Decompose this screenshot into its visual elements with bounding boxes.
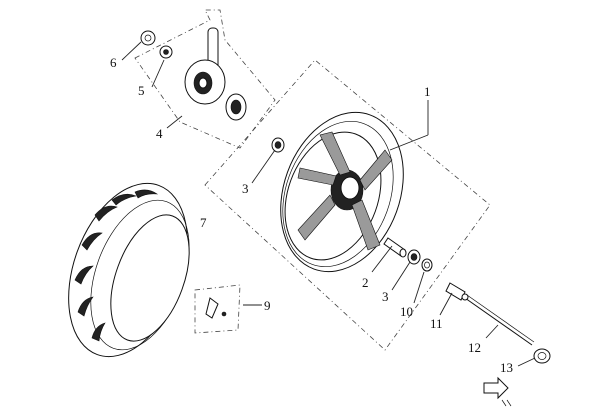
valve-group-box — [194, 284, 241, 334]
callout-4: 4 — [156, 126, 163, 141]
speedometer-group-box — [134, 9, 276, 149]
oil-seal — [421, 258, 433, 272]
callout-3-left: 3 — [242, 181, 249, 196]
speedometer-drive-gear — [225, 93, 247, 121]
bearing-right — [407, 249, 421, 265]
nut — [159, 45, 173, 59]
callout-10: 10 — [400, 304, 413, 319]
washer — [140, 30, 156, 46]
callout-13: 13 — [500, 360, 513, 375]
callout-12: 12 — [468, 340, 481, 355]
callout-3-right: 3 — [382, 289, 389, 304]
bearing-left — [271, 137, 285, 153]
callout-6: 6 — [110, 55, 117, 70]
callout-2: 2 — [362, 275, 369, 290]
callout-5: 5 — [138, 83, 145, 98]
valve-stem — [205, 297, 227, 319]
callout-9: 9 — [264, 298, 271, 313]
wheel-rim — [280, 111, 404, 273]
front-direction-arrow-icon — [483, 376, 512, 407]
callout-1: 1 — [424, 84, 431, 99]
wheel-assembly-group-box — [204, 59, 491, 351]
callout-7: 7 — [200, 215, 207, 230]
side-collar — [445, 282, 466, 301]
front-axle — [461, 293, 535, 346]
axle-nut — [533, 348, 551, 364]
distance-collar — [383, 237, 407, 258]
tire — [68, 182, 190, 358]
speedometer-gear-box — [184, 27, 226, 105]
leader-lines — [121, 41, 536, 367]
callout-11: 11 — [430, 316, 443, 331]
